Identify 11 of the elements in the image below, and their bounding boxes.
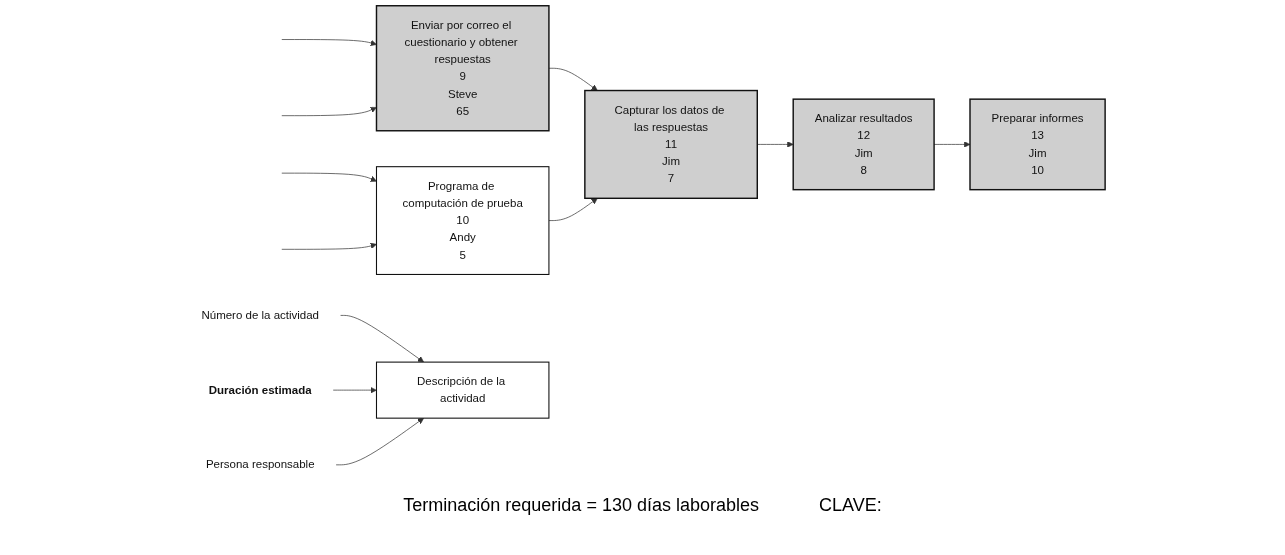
node-box: Analizar resultados 12 Jim 8: [792, 98, 935, 191]
node-box: Capturar los datos de las respuestas 11 Jim 7: [584, 89, 758, 199]
note-text: CLAVE:: [819, 495, 882, 516]
node-text: Persona responsable: [205, 458, 315, 471]
node-box: Descripción de la actividad: [375, 361, 550, 419]
note-text: Terminación requerida = 130 días laborables: [403, 495, 759, 516]
node-text: Número de la actividad: [201, 308, 320, 322]
node-box: Enviar por correo el cuestionario y obtener respuestas 9 Steve 65: [375, 5, 550, 132]
node-box: Preparar informes 13 Jim 10: [969, 98, 1106, 191]
node-text: Duración estimada: [208, 383, 312, 396]
node-box: Programa de computación de prueba 10 Andy 5: [375, 166, 550, 275]
